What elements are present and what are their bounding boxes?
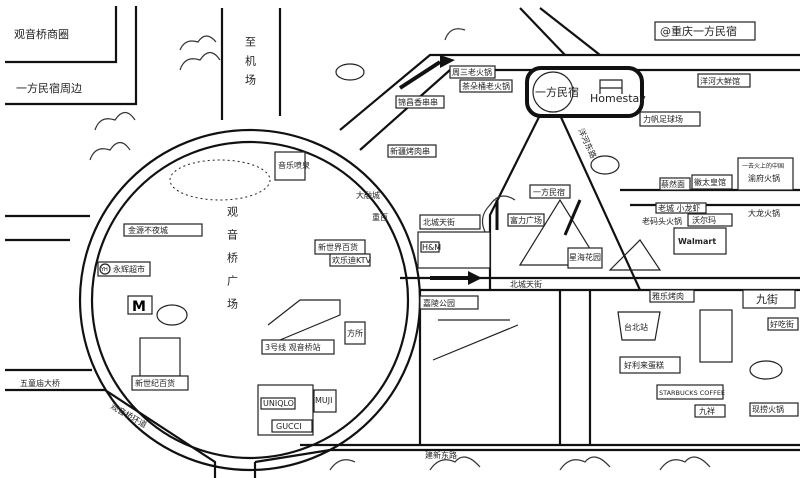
road-segment: [558, 114, 642, 291]
place-yuhuo: 渝府火锅: [748, 173, 780, 183]
place-jinyuan: 金源不夜城: [128, 225, 168, 235]
place-ktv: 欢乐迪KTV: [332, 255, 372, 265]
xinshiji-building: [139, 337, 181, 377]
place-yanghe: 洋河大鲜馆: [700, 76, 740, 86]
direction-arrows: [398, 55, 582, 285]
place-metro: 3号线 观音桥站: [265, 342, 321, 352]
bed-icon: [599, 79, 623, 94]
park-sketch: [432, 319, 519, 361]
road-vertical: 洋河东路: [576, 127, 599, 160]
place-jialing: 嘉陵公园: [423, 298, 455, 308]
place-chongbai: 重百: [372, 212, 388, 222]
yonghui-logo: [99, 263, 111, 275]
place-jiuhu: 九祥: [699, 406, 715, 416]
place-huitai: 徽太皇馆: [694, 177, 726, 187]
place-fangsuo: 方所: [347, 328, 363, 338]
watermark-box: [654, 21, 756, 41]
place-xinshiji: 新世纪百货: [135, 378, 175, 388]
triangle-block: [608, 239, 662, 271]
place-xinjiang: 新疆烤肉串: [390, 146, 430, 156]
place-muji: MUJI: [315, 396, 332, 405]
place-starbucks: STARBUCKS COFFEE: [659, 389, 725, 397]
homestay-circle: [532, 71, 574, 113]
road-segment: [620, 188, 800, 207]
place-xianchang: 现捞火锅: [752, 404, 784, 414]
place-fountain: 音乐喷泉: [278, 160, 310, 170]
place-jinchang: 锦昌香串串: [398, 97, 438, 107]
place-yuhuo-note: 一去火上的中国: [742, 162, 784, 170]
label-plaza: 观音桥广场: [226, 206, 239, 321]
ring-road-inner: [90, 140, 410, 460]
hotpot-icon-3: [590, 155, 620, 175]
place-lifan: 力帆足球场: [643, 114, 683, 124]
place-gucci: GUCCI: [276, 422, 302, 431]
watermark: @重庆一方民宿: [660, 24, 737, 38]
place-walmart: Walmart: [678, 237, 716, 246]
hotpot-icon-2: [335, 63, 365, 81]
place-small-homestay: 一方民宿: [533, 187, 565, 197]
hotpot-icon: [749, 360, 783, 380]
place-darong: 大融城: [356, 190, 380, 200]
fountain-pool: [169, 159, 271, 201]
highrise-building: [699, 309, 733, 363]
place-jiujie: 九街: [756, 292, 778, 306]
place-huoguo2: 老码头火锅: [642, 216, 682, 226]
place-haochi: 好吃街: [770, 319, 794, 329]
metro-train-icon: [267, 299, 341, 341]
homestay-english: Homestay: [590, 92, 646, 105]
place-xinshijie: 新世界百货: [318, 242, 358, 252]
yonghui-logo-text: YH: [100, 267, 108, 273]
block-commercial: [5, 6, 118, 64]
road-bottom: 建新东路: [425, 450, 457, 460]
place-walmart-cn: 沃尔玛: [692, 215, 716, 225]
bridge-road: [5, 368, 257, 478]
block-surroundings: [5, 6, 138, 106]
place-dalong: 大龙火锅: [748, 208, 780, 218]
label-to-airport: 至机场: [244, 36, 257, 93]
label-commercial-area: 观音桥商圈: [14, 27, 69, 41]
place-beicheng-mall: 北城天街: [423, 217, 455, 227]
place-kaorou: 雅乐烤肉: [652, 291, 684, 301]
road-segment: [539, 7, 601, 56]
label-surroundings: 一方民宿周边: [16, 81, 82, 95]
place-chaduo: 茶朵桶老火锅: [462, 81, 510, 91]
place-zhousan: 周三老火锅: [452, 67, 492, 77]
road-segment: [519, 7, 566, 56]
places: 音乐喷泉 金源不夜城 永辉超市 YH M 新世纪百货 新世界百货 欢乐迪KTV …: [97, 63, 799, 436]
top-road: [339, 53, 800, 131]
place-taibei: 台北站: [624, 322, 648, 332]
place-caimian: 蔡然面: [661, 179, 685, 189]
homestay-name: 一方民宿: [535, 85, 579, 99]
place-fuli: 富力广场: [510, 215, 542, 225]
tree-clouds: [89, 28, 711, 471]
place-yonghui: 永辉超市: [113, 264, 145, 274]
place-xiaolongxia: 老城 小龙虾: [658, 203, 701, 213]
mcdonalds-logo: M: [132, 299, 146, 315]
bottom-road: [254, 443, 800, 464]
place-hm: H&M: [422, 243, 441, 252]
place-uniqlo: UNIQLO: [263, 399, 294, 408]
road-segment: [418, 290, 592, 445]
road-bridge: 五童庙大桥: [20, 378, 60, 388]
place-haoliyuan: 好利来蛋糕: [624, 360, 664, 370]
triangle-block: [518, 198, 602, 266]
burger-icon: [156, 304, 188, 326]
place-xinghai: 星海花园: [569, 252, 601, 262]
road-beicheng: 北城天街: [510, 279, 542, 289]
